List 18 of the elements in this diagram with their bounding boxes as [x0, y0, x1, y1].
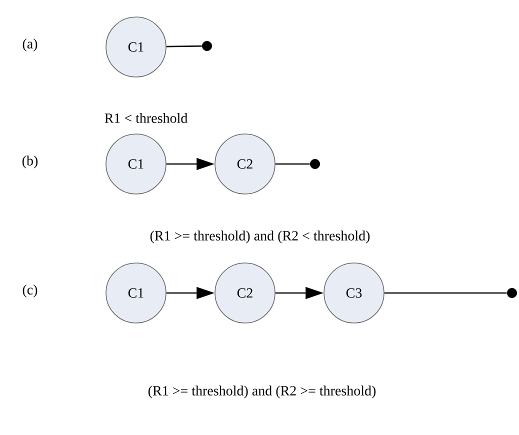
end-dot: [202, 41, 212, 51]
panel-label: (b): [22, 156, 38, 168]
condition-text: (R1 >= threshold) and (R2 < threshold): [150, 230, 370, 244]
connector-line: [166, 45, 202, 48]
panel-label: (a): [22, 38, 38, 52]
circle-node: C1: [106, 16, 166, 78]
circle-node: C1: [106, 134, 166, 194]
condition-text: (R1 >= threshold) and (R2 >= threshold): [148, 386, 376, 398]
end-dot: [507, 288, 517, 298]
connector-line: [275, 163, 310, 165]
circle-node: C1: [106, 262, 166, 324]
connector-line: [384, 292, 507, 294]
condition-text: R1 < threshold: [104, 113, 188, 123]
panel-label: (c): [22, 284, 38, 298]
circle-node: C2: [214, 262, 276, 324]
circle-node: C3: [324, 262, 384, 324]
circle-node: C2: [214, 134, 276, 194]
end-dot: [310, 159, 320, 169]
